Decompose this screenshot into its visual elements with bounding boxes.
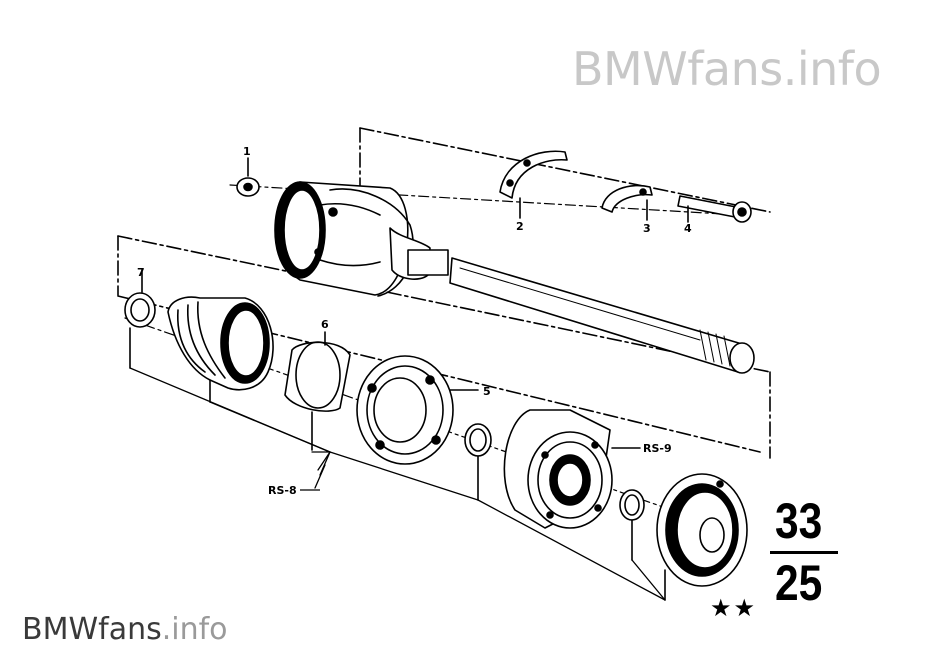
rubber-boot (167, 296, 274, 403)
cv-joint-assembly (274, 181, 449, 297)
rating-stars: ★★ (710, 594, 758, 622)
assembly-boundary-upper (359, 127, 771, 213)
callout-6: 6 (321, 318, 329, 331)
group-bracket-lines (129, 367, 666, 601)
callout-rs9: RS-9 (643, 442, 672, 455)
callout-2: 2 (516, 220, 524, 233)
group-number-bottom: 25 (775, 555, 823, 611)
ring-small-right (619, 489, 645, 561)
nut-part-1 (236, 157, 260, 197)
bracket-part-3 (601, 184, 653, 221)
callout-4: 4 (684, 222, 692, 235)
bracket-part-2 (499, 150, 568, 219)
group-number-top: 33 (775, 493, 823, 549)
cover-plate (656, 473, 748, 601)
flange-part-5 (356, 355, 479, 465)
callout-rs8: RS-8 (268, 484, 297, 497)
ring-part-7 (124, 269, 156, 369)
callout-7: 7 (137, 266, 145, 279)
callout-5: 5 (483, 385, 491, 398)
bolt-part-4 (677, 195, 752, 223)
watermark-suffix: .info (161, 612, 228, 647)
group-number-divider (770, 551, 838, 554)
callout-1: 1 (243, 145, 251, 158)
watermark-brand: BMWfans (22, 612, 162, 647)
drive-shaft (449, 257, 755, 374)
watermark-top: BMWfans.info (572, 42, 882, 96)
clamp-ring-part-6 (284, 331, 351, 451)
joint-housing-rs9 (503, 409, 641, 529)
ring-small-center (464, 423, 492, 501)
callout-3: 3 (643, 222, 651, 235)
watermark-bottom: BMWfans.info (22, 612, 228, 647)
